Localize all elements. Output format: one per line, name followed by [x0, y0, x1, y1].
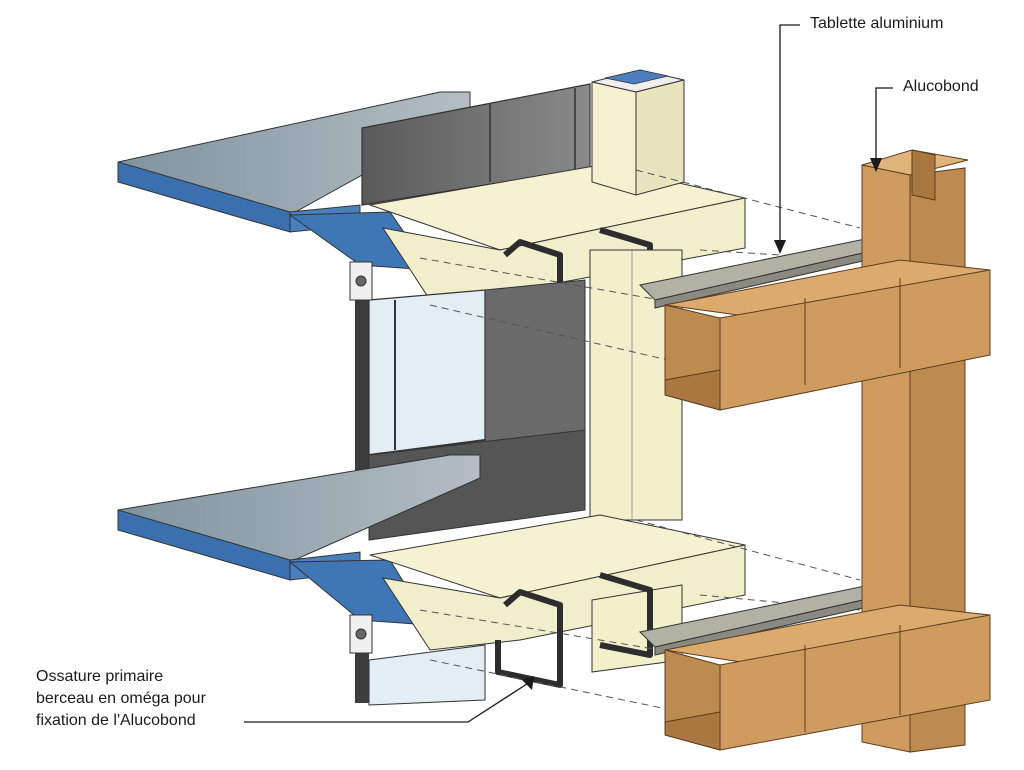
- leader-alucobond: [875, 87, 893, 168]
- upper-column-face: [591, 81, 637, 196]
- arrow-tablette: [774, 240, 786, 254]
- window-frame-lower: [355, 653, 369, 703]
- lower-omega-bracket-2: [599, 572, 653, 658]
- upper-level: [117, 69, 746, 338]
- column-top-blue: [604, 69, 669, 85]
- alucobond-lower-band-under: [664, 711, 721, 751]
- label-ossature-line1: Ossature primaire: [36, 668, 164, 685]
- upper-column-side: [635, 79, 685, 196]
- lower-omega-bracket-1: [495, 589, 563, 688]
- label-alucobond: Alucobond: [903, 78, 979, 95]
- leader-ossature: [244, 681, 531, 723]
- arrow-alucobond: [870, 158, 882, 172]
- window-glass: [368, 289, 486, 456]
- window-frame-left: [355, 265, 369, 510]
- leader-lines: [244, 24, 893, 723]
- arrow-ossature: [522, 676, 534, 690]
- alucobond-column-notch: [911, 149, 936, 201]
- alucobond-cladding: [664, 149, 991, 753]
- label-ossature-line2: berceau en oméga pour: [36, 690, 206, 707]
- projection-lines: [419, 169, 861, 721]
- lower-glass: [368, 644, 486, 706]
- lower-level: [117, 454, 746, 706]
- leader-tablette: [779, 24, 800, 250]
- label-ossature-line3: fixation de l'Alucobond: [36, 712, 196, 729]
- lower-insulation-ledge-front: [381, 544, 746, 651]
- window-assembly: [349, 249, 683, 541]
- alucobond-upper-band-under: [664, 369, 721, 411]
- label-tablette-aluminium: Tablette aluminium: [810, 15, 944, 32]
